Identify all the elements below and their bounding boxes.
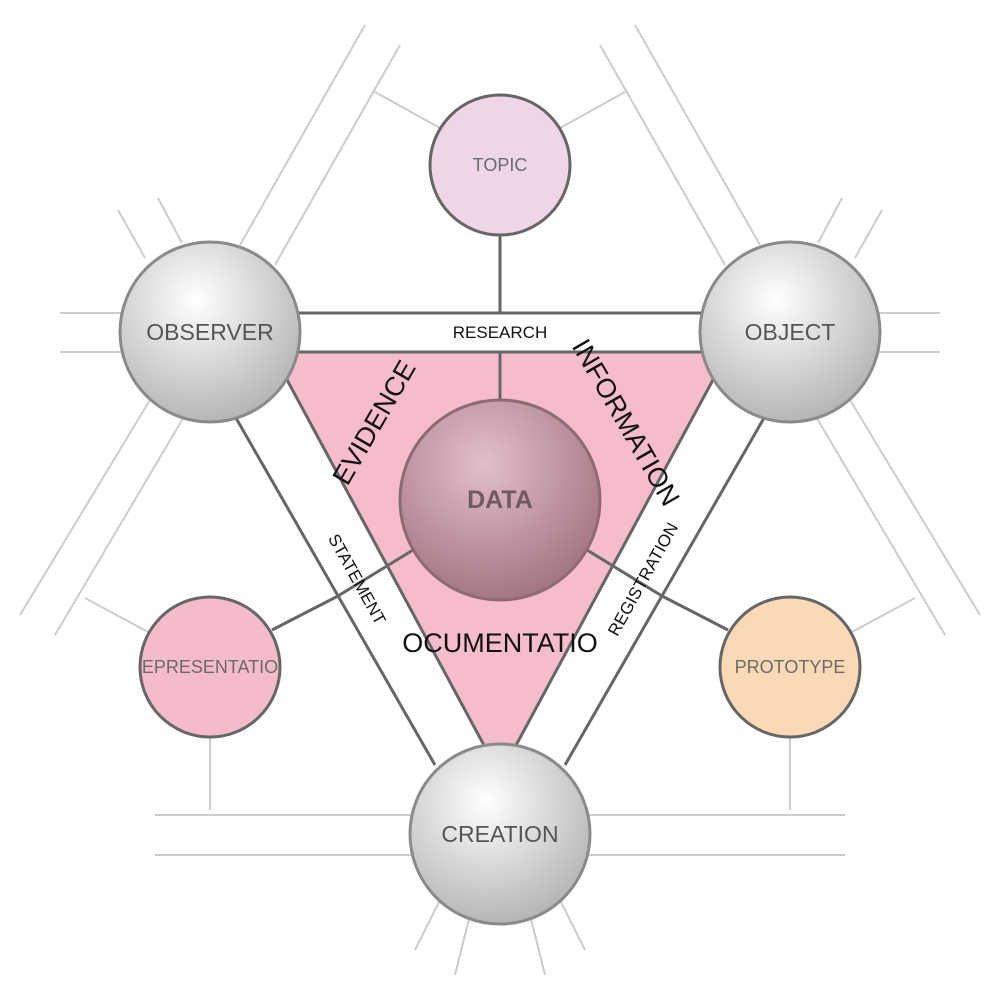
node-observer: OBSERVER <box>118 240 302 424</box>
node-object: OBJECT <box>698 240 882 424</box>
bg-line <box>54 414 186 636</box>
registration-band-outer <box>563 417 766 766</box>
bg-line <box>849 399 981 616</box>
bg-line <box>851 597 916 633</box>
representation-spoke <box>271 594 339 632</box>
bg-line <box>239 24 366 246</box>
observer-label: OBSERVER <box>146 319 273 345</box>
edge-label-research: RESEARCH <box>453 323 547 342</box>
topic-circle <box>428 93 572 237</box>
creation-label: CREATION <box>441 821 558 847</box>
bg-line <box>414 899 441 951</box>
bg-line <box>454 914 471 976</box>
spoke-lines <box>271 235 729 632</box>
representation-circle <box>138 595 282 739</box>
topic-label: TOPIC <box>473 155 528 175</box>
bg-line <box>274 44 401 266</box>
prototype-spoke <box>661 594 729 632</box>
data-spoke-right <box>586 548 663 598</box>
object-sphere <box>698 240 882 424</box>
bg-line <box>157 197 183 244</box>
prototype-label: PROTOTYPE <box>735 657 846 677</box>
bg-line <box>84 597 149 633</box>
bg-line <box>529 914 546 976</box>
bg-line <box>559 91 626 129</box>
relation-label-documentation: OCUMENTATIO <box>402 628 598 658</box>
object-label: OBJECT <box>745 319 836 345</box>
creation-sphere <box>408 742 592 926</box>
node-prototype: PROTOTYPE <box>718 595 862 739</box>
bg-line <box>117 209 146 259</box>
bg-line <box>599 44 726 266</box>
statement-band-outer <box>234 417 437 766</box>
bg-line <box>817 197 843 244</box>
bg-line <box>374 91 441 129</box>
data-sphere <box>398 398 602 602</box>
bg-line <box>19 399 151 616</box>
background-lines <box>19 24 981 976</box>
prototype-circle <box>718 595 862 739</box>
node-creation: CREATION <box>408 742 592 926</box>
observer-sphere <box>118 240 302 424</box>
bg-line <box>814 414 946 636</box>
node-representation: EPRESENTATIO <box>138 595 282 739</box>
representation-label: EPRESENTATIO <box>142 657 278 677</box>
data-spoke-left <box>337 548 414 598</box>
node-data: DATA <box>398 398 602 602</box>
data-label: DATA <box>467 486 533 514</box>
bg-line <box>559 899 586 951</box>
node-topic: TOPIC <box>428 93 572 237</box>
bg-line <box>854 209 883 259</box>
bg-line <box>634 24 761 246</box>
